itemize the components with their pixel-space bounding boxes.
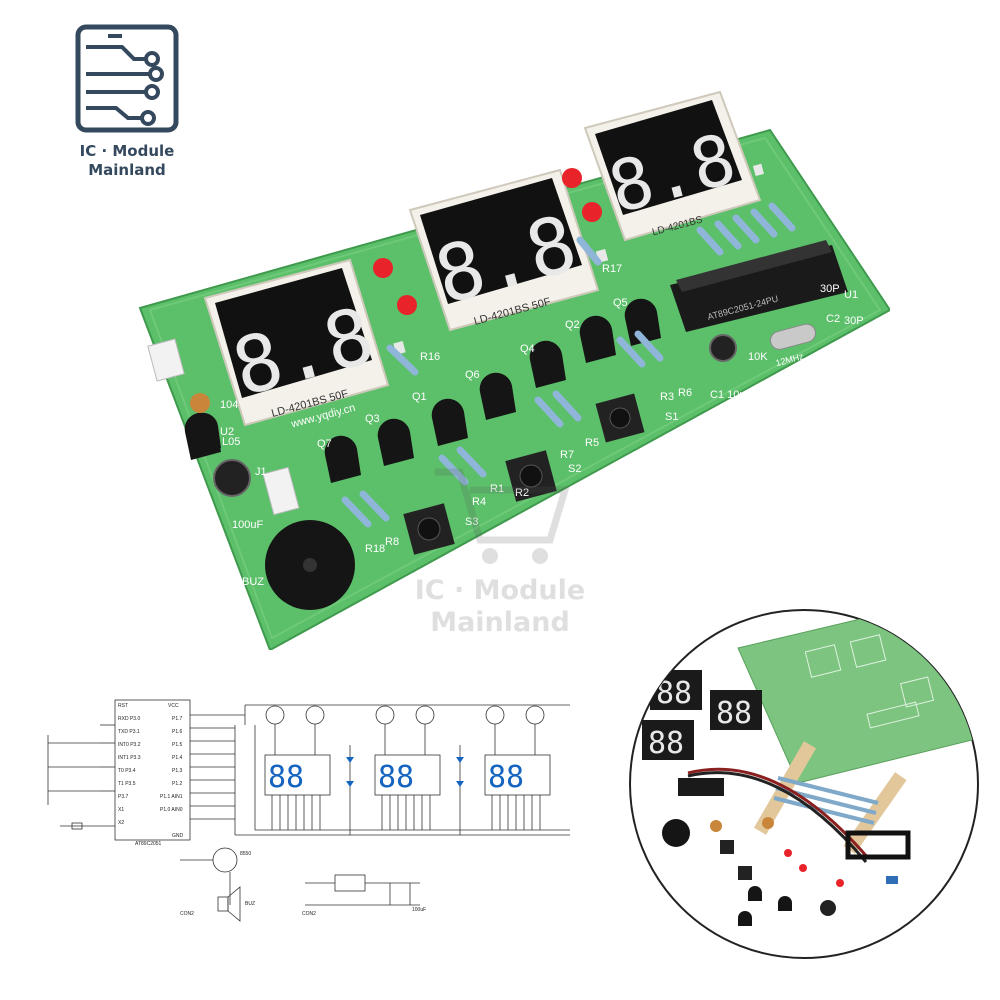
push-buttons xyxy=(403,393,645,555)
svg-text:P1.4: P1.4 xyxy=(172,755,183,761)
voltage-regulator xyxy=(187,412,221,455)
capacitor-100uf xyxy=(213,459,251,497)
svg-text:P1.7: P1.7 xyxy=(172,716,183,722)
svg-text:8550: 8550 xyxy=(240,851,251,857)
svg-text:100uF: 100uF xyxy=(232,519,263,531)
svg-text:R17: R17 xyxy=(602,263,622,275)
svg-text:RXD P3.0: RXD P3.0 xyxy=(118,716,140,722)
svg-text:C1 10uF: C1 10uF xyxy=(710,389,752,401)
schematic-leds xyxy=(346,757,464,787)
brand-name-line2: Mainland xyxy=(88,161,166,179)
svg-text:S3: S3 xyxy=(465,516,478,528)
shopping-cart-icon xyxy=(435,468,570,564)
svg-text:GND: GND xyxy=(172,833,184,839)
svg-text:30P: 30P xyxy=(844,315,864,327)
svg-text:88: 88 xyxy=(716,696,752,731)
svg-text:S1: S1 xyxy=(665,411,678,423)
svg-text:R5: R5 xyxy=(585,437,599,449)
svg-text:RST: RST xyxy=(118,703,128,709)
svg-text:88: 88 xyxy=(268,760,304,795)
svg-text:P3.7: P3.7 xyxy=(118,794,129,800)
svg-text:R2: R2 xyxy=(515,487,529,499)
ceramic-capacitor xyxy=(190,393,210,413)
seven-segment-display-1: 8.8. LD-4201BS 50F xyxy=(203,258,429,427)
svg-text:Q4: Q4 xyxy=(520,343,535,355)
svg-text:R7: R7 xyxy=(560,449,574,461)
svg-text:Q5: Q5 xyxy=(613,297,628,309)
loose-displays: 88 88 88 xyxy=(642,670,762,761)
svg-text:88: 88 xyxy=(488,760,524,795)
svg-text:P1.2: P1.2 xyxy=(172,781,183,787)
mcu-pin-labels: RST RXD P3.0 TXD P3.1 INT0 P3.2 INT1 P3.… xyxy=(118,703,426,917)
svg-text:P1.3: P1.3 xyxy=(172,768,183,774)
brand-name-line1: IC · Module xyxy=(79,142,175,160)
svg-text:88: 88 xyxy=(378,760,414,795)
svg-text:R3: R3 xyxy=(660,391,674,403)
power-connector xyxy=(147,338,185,382)
svg-text:X2: X2 xyxy=(118,820,124,826)
svg-text:T0 P3.4: T0 P3.4 xyxy=(118,768,136,774)
svg-text:C2: C2 xyxy=(826,313,840,325)
svg-text:R8: R8 xyxy=(385,536,399,548)
svg-text:S2: S2 xyxy=(568,463,581,475)
svg-text:30P: 30P xyxy=(820,283,840,295)
svg-text:R18: R18 xyxy=(365,543,385,555)
circuit-chip-icon xyxy=(75,24,179,133)
schematic-digits: 88 88 88 xyxy=(268,760,524,795)
svg-text:U2: U2 xyxy=(220,426,234,438)
svg-text:88: 88 xyxy=(656,676,692,711)
kit-buzzer xyxy=(662,819,690,847)
svg-text:VCC: VCC xyxy=(168,703,179,709)
buzzer xyxy=(265,520,355,610)
svg-text:88: 88 xyxy=(648,726,684,761)
red-leds xyxy=(373,168,602,315)
clock-kit-pcb-photo: 8.8. LD-4201BS 50F 8.8. LD-4201BS 50F 8.… xyxy=(138,90,890,650)
svg-text:CON2: CON2 xyxy=(302,911,316,917)
resistors xyxy=(341,202,796,528)
kit-components-photo: 88 88 88 xyxy=(629,609,979,959)
svg-text:Q3: Q3 xyxy=(365,413,380,425)
mcu-symbol xyxy=(114,699,191,841)
svg-text:R4: R4 xyxy=(472,496,486,508)
switch-connector xyxy=(262,466,300,516)
svg-text:BUZ: BUZ xyxy=(245,901,255,907)
svg-text:10K: 10K xyxy=(748,351,768,363)
svg-text:Q2: Q2 xyxy=(565,319,580,331)
watermark-line1: IC · Module xyxy=(414,575,586,606)
svg-text:Q6: Q6 xyxy=(465,369,480,381)
svg-text:104: 104 xyxy=(220,399,238,411)
watermark: IC · Module Mainland xyxy=(390,460,610,660)
svg-text:P1.0 AIN0: P1.0 AIN0 xyxy=(160,807,183,813)
svg-text:J1: J1 xyxy=(255,466,267,478)
svg-text:TXD P3.1: TXD P3.1 xyxy=(118,729,140,735)
svg-text:T1 P3.5: T1 P3.5 xyxy=(118,781,136,787)
svg-text:P1.5: P1.5 xyxy=(172,742,183,748)
svg-text:INT0 P3.2: INT0 P3.2 xyxy=(118,742,141,748)
circuit-schematic: 88 88 88 RST RXD P3.0 TXD P3.1 INT0 P3.2… xyxy=(47,699,570,922)
kit-chip xyxy=(678,778,724,796)
svg-text:INT1 P3.3: INT1 P3.3 xyxy=(118,755,141,761)
svg-text:U1: U1 xyxy=(844,289,858,301)
svg-text:CON2: CON2 xyxy=(180,911,194,917)
capacitor-10uf xyxy=(709,334,737,362)
crystal xyxy=(769,323,816,350)
svg-text:AT89C2051: AT89C2051 xyxy=(135,841,162,847)
svg-text:100uF: 100uF xyxy=(412,907,426,913)
svg-text:X1: X1 xyxy=(118,807,124,813)
svg-text:Q1: Q1 xyxy=(412,391,427,403)
watermark-line2: Mainland xyxy=(430,607,570,638)
svg-text:BUZ: BUZ xyxy=(242,576,264,588)
svg-text:R16: R16 xyxy=(420,351,440,363)
svg-text:Q7: Q7 xyxy=(317,438,332,450)
svg-text:P1.6: P1.6 xyxy=(172,729,183,735)
svg-text:R6: R6 xyxy=(678,387,692,399)
svg-text:R1: R1 xyxy=(490,483,504,495)
svg-text:P1.1 AIN1: P1.1 AIN1 xyxy=(160,794,183,800)
brand-logo: IC · Module Mainland xyxy=(72,22,182,192)
ic-socket xyxy=(845,830,911,860)
svg-text:L05: L05 xyxy=(222,436,240,448)
